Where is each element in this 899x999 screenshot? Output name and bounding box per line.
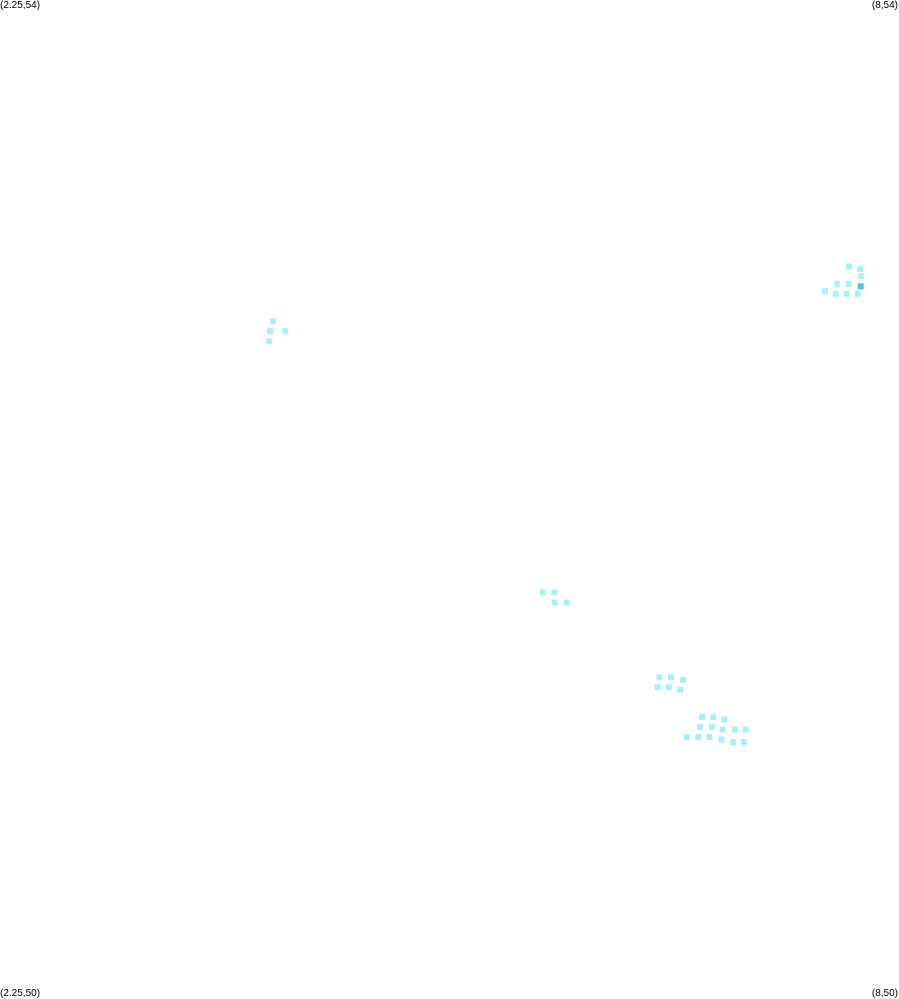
density-cell — [732, 726, 738, 733]
density-cell — [267, 328, 274, 335]
density-cell — [656, 674, 663, 681]
density-cell — [699, 714, 706, 721]
density-cell — [710, 714, 717, 721]
density-cell — [654, 684, 661, 691]
density-cell — [270, 318, 277, 325]
density-cell — [858, 273, 864, 280]
density-cell — [266, 338, 273, 345]
density-cell — [719, 726, 726, 733]
density-cell — [730, 739, 737, 745]
density-cell — [697, 724, 703, 731]
density-cell — [854, 290, 861, 297]
density-cell — [857, 283, 864, 290]
density-cell — [680, 676, 687, 683]
density-cell — [846, 263, 853, 270]
density-cell — [833, 280, 840, 287]
density-cell — [718, 736, 725, 743]
density-cell — [282, 328, 289, 335]
corner-coordinate-top-right: (8,54) — [871, 0, 898, 11]
corner-coordinate-bottom-right: (8,50) — [871, 988, 898, 999]
density-cell — [683, 734, 690, 740]
density-cell — [551, 599, 558, 606]
density-cell — [845, 280, 852, 287]
density-cell — [677, 686, 684, 693]
density-cell — [832, 290, 839, 297]
density-cell — [706, 734, 713, 740]
density-cell — [563, 599, 570, 606]
density-cell — [708, 724, 715, 731]
density-cell — [857, 265, 864, 272]
density-cell — [721, 716, 728, 723]
density-cell — [668, 674, 674, 681]
density-cell — [843, 290, 850, 297]
corner-coordinate-top-left: (2.25,54) — [0, 0, 41, 11]
density-cell — [822, 288, 828, 295]
corner-coordinate-bottom-left: (2.25,50) — [0, 988, 41, 999]
density-cell — [742, 726, 749, 733]
density-cell — [740, 739, 747, 745]
density-cell — [539, 589, 546, 596]
density-cell — [665, 684, 672, 691]
density-cell — [695, 734, 702, 740]
density-cell — [551, 589, 558, 596]
